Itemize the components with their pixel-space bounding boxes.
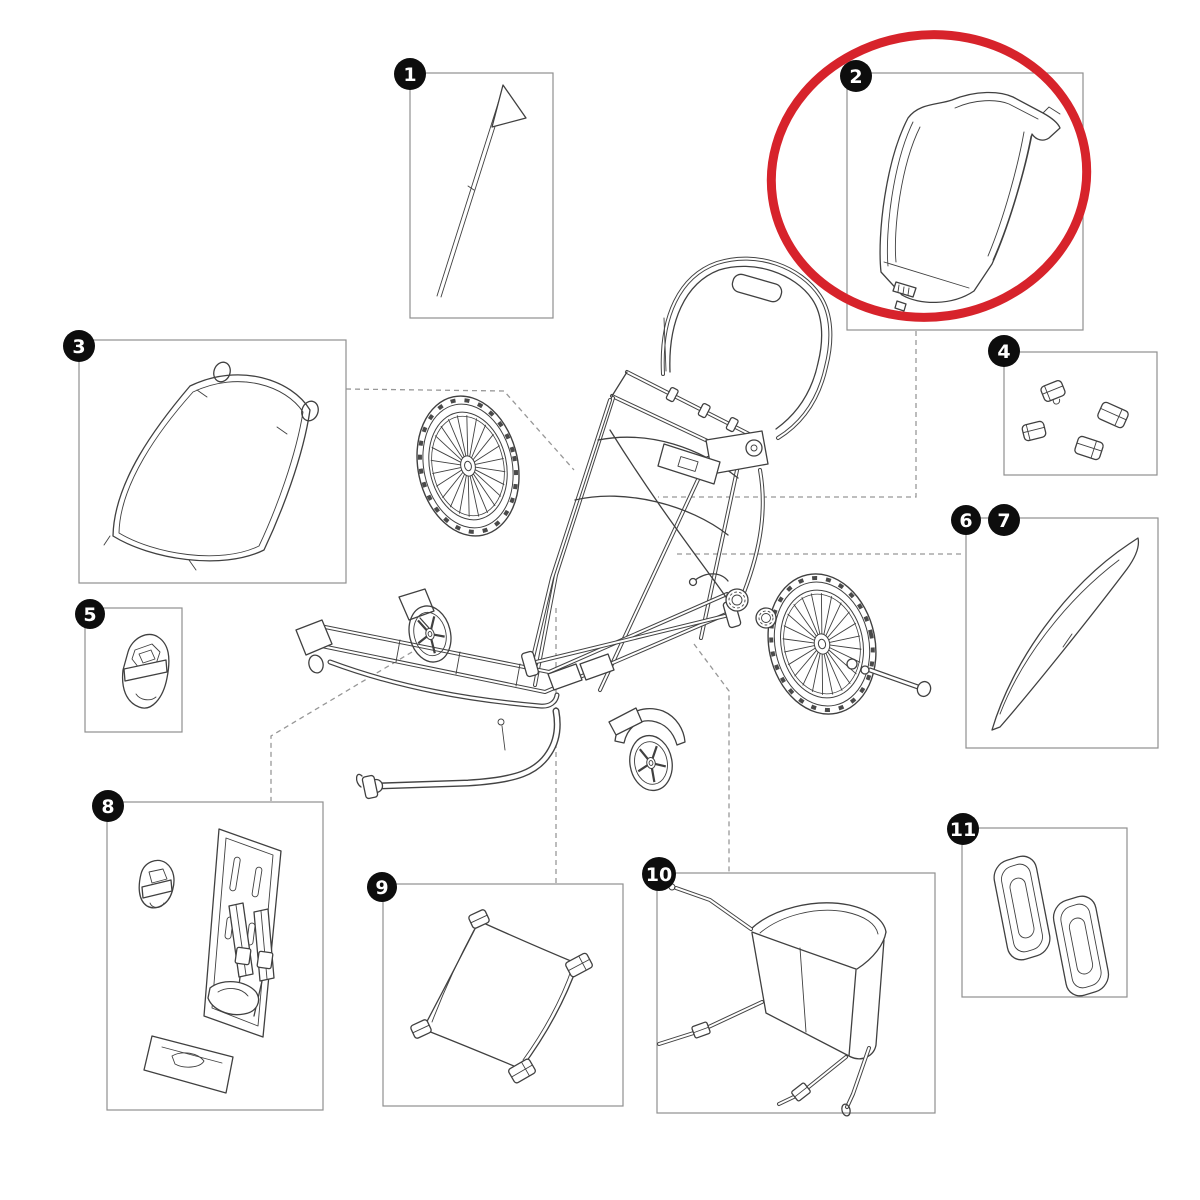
part-10-number: 10 [646, 864, 672, 886]
side-window-drawing [991, 537, 1140, 731]
seat-drawing [138, 828, 282, 1094]
cargo-bag-drawing [657, 881, 887, 1117]
frame-hardware [295, 273, 783, 691]
part-3[interactable]: 3 [63, 330, 347, 584]
connector-lines [270, 331, 965, 883]
hub-adapter [755, 607, 777, 629]
part-11-box[interactable] [961, 827, 1128, 998]
part-11[interactable]: 11 [947, 813, 1128, 1000]
brake-lever [693, 573, 729, 582]
part-1-number: 1 [403, 64, 416, 86]
part-10[interactable]: 10 [642, 857, 936, 1117]
part-4-badge [988, 335, 1020, 367]
canopy-frame-drawing [103, 361, 319, 571]
part-6-7-box[interactable] [965, 517, 1159, 749]
clip-set-drawing [1021, 380, 1129, 461]
part-6-7[interactable]: 6 7 [951, 504, 1159, 749]
part-7-badge [988, 504, 1020, 536]
connector-part-10 [693, 643, 730, 872]
front-jogging-wheel [398, 588, 459, 669]
connector-part-3 [345, 388, 575, 471]
pocket-drawing [121, 633, 170, 709]
part-4-box[interactable] [1003, 351, 1158, 476]
safety-flag-drawing [436, 84, 527, 298]
sling-drawing [410, 909, 593, 1084]
caster-wheel [608, 707, 686, 796]
part-5-box[interactable] [84, 607, 183, 733]
connector-part-8 [270, 651, 413, 801]
part-11-badge [947, 813, 979, 845]
center-latch-plate [657, 443, 721, 485]
part-5-number: 5 [83, 604, 96, 626]
part-8-number: 8 [101, 796, 114, 818]
part-3-box[interactable] [78, 339, 347, 584]
axle-pin [846, 658, 932, 698]
left-wheel-drawing [404, 386, 531, 545]
part-8-box[interactable] [106, 801, 324, 1111]
part-3-badge [63, 330, 95, 362]
trailer-frame-illustration [295, 256, 932, 800]
part-9-badge [367, 872, 397, 902]
part-2-badge [840, 60, 872, 92]
part-6-badge [951, 505, 981, 535]
part-4[interactable]: 4 [988, 335, 1158, 476]
frame-tubes [310, 256, 833, 709]
part-6-number: 6 [959, 510, 972, 532]
part-10-box[interactable] [656, 872, 936, 1114]
tow-bar [355, 707, 561, 800]
part-9-box[interactable] [382, 883, 624, 1107]
handlebar-grip [731, 273, 783, 303]
rear-cover-drawing [879, 91, 1061, 312]
part-2-number: 2 [849, 66, 862, 88]
part-5[interactable]: 5 [75, 599, 183, 733]
part-8[interactable]: 8 [92, 790, 324, 1111]
part-8-badge [92, 790, 124, 822]
part-9[interactable]: 9 [367, 872, 624, 1107]
part-1-box[interactable] [409, 72, 554, 319]
part-2[interactable]: 2 [840, 60, 1084, 331]
part-1[interactable]: 1 [394, 58, 554, 319]
part-3-number: 3 [72, 336, 85, 358]
part-10-badge [642, 857, 676, 891]
handle-pads-drawing [993, 855, 1110, 997]
part-1-badge [394, 58, 426, 90]
part-5-badge [75, 599, 105, 629]
part-9-number: 9 [375, 877, 388, 899]
left-wheel-mount [295, 619, 333, 656]
right-wheel-drawing [755, 564, 888, 724]
part-4-number: 4 [997, 341, 1010, 363]
connector-part-2 [658, 331, 917, 498]
part-11-number: 11 [950, 819, 976, 841]
part-7-number: 7 [997, 510, 1010, 532]
front-wheel-bracket [398, 588, 435, 621]
highlight-ellipse [766, 30, 1092, 322]
frame-detail-lines [311, 265, 823, 687]
